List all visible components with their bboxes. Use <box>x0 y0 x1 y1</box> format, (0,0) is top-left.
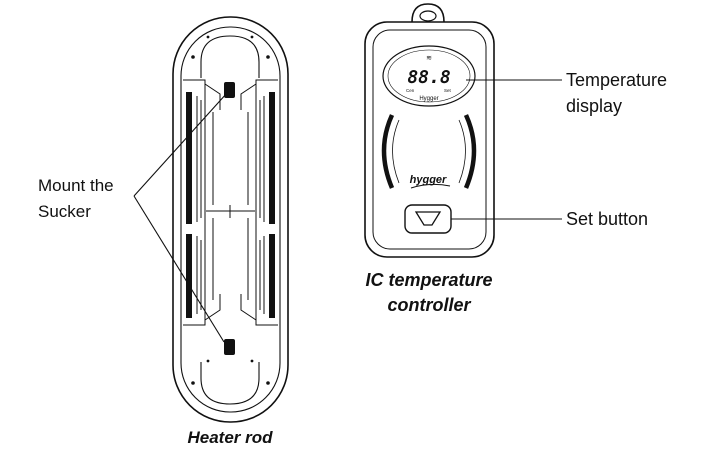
screw-hole-icon <box>206 35 210 39</box>
grip-right <box>463 114 477 189</box>
label-temperature-display-line2: display <box>566 96 622 116</box>
controller-inner-body <box>372 29 487 250</box>
mount-sucker-leaders <box>133 92 228 343</box>
display-mini-left: Cen <box>406 88 415 93</box>
display-wave-icon: ≋ <box>426 55 432 62</box>
grip-left-inner <box>392 119 400 184</box>
screw-hole-icon <box>250 35 254 39</box>
screw-hole-icon <box>206 359 210 363</box>
heater-top-arch <box>200 35 260 78</box>
screw-hole-icon <box>266 55 270 59</box>
temperature-controller <box>364 3 495 258</box>
screw-hole-icon <box>266 381 270 385</box>
sucker-top <box>224 82 235 98</box>
hanging-loop-hole <box>419 10 437 22</box>
heating-slots-right <box>240 79 278 326</box>
display-window <box>382 45 476 107</box>
set-button[interactable] <box>404 204 452 234</box>
display-digits: 88.8 <box>407 67 450 88</box>
label-mount-sucker-line1: Mount the <box>38 176 114 195</box>
heater-outer-body <box>172 16 289 423</box>
heater-inner-body <box>180 26 281 413</box>
set-button-arrow-icon <box>414 211 442 226</box>
display-window-inner <box>387 49 471 103</box>
heater-bottom-arch <box>200 362 260 405</box>
grip-right-inner <box>458 119 466 184</box>
label-temperature-display-line1: Temperature <box>566 70 667 90</box>
controller-outer-body <box>364 21 495 258</box>
caption-controller-line2: controller <box>387 295 471 315</box>
screw-hole-icon <box>191 55 195 59</box>
hanging-loop <box>411 3 445 23</box>
display-brand: Hygger <box>419 96 438 102</box>
caption-controller-line1: IC temperature <box>365 270 492 290</box>
screw-hole-icon <box>250 359 254 363</box>
controller-leaders <box>451 79 562 220</box>
logo-swoosh-icon <box>410 183 451 189</box>
heating-slots-left <box>183 79 221 326</box>
hygger-logo: hygger <box>410 174 447 186</box>
heater-center-channel <box>206 112 255 300</box>
label-set-button: Set button <box>566 209 648 229</box>
heater-rod <box>172 16 289 423</box>
sucker-bottom <box>224 339 235 355</box>
screw-hole-icon <box>191 381 195 385</box>
grip-left <box>381 114 395 189</box>
display-mini-right: Set <box>444 88 452 93</box>
caption-heater-rod: Heater rod <box>187 428 273 447</box>
label-mount-sucker-line2: Sucker <box>38 202 91 221</box>
